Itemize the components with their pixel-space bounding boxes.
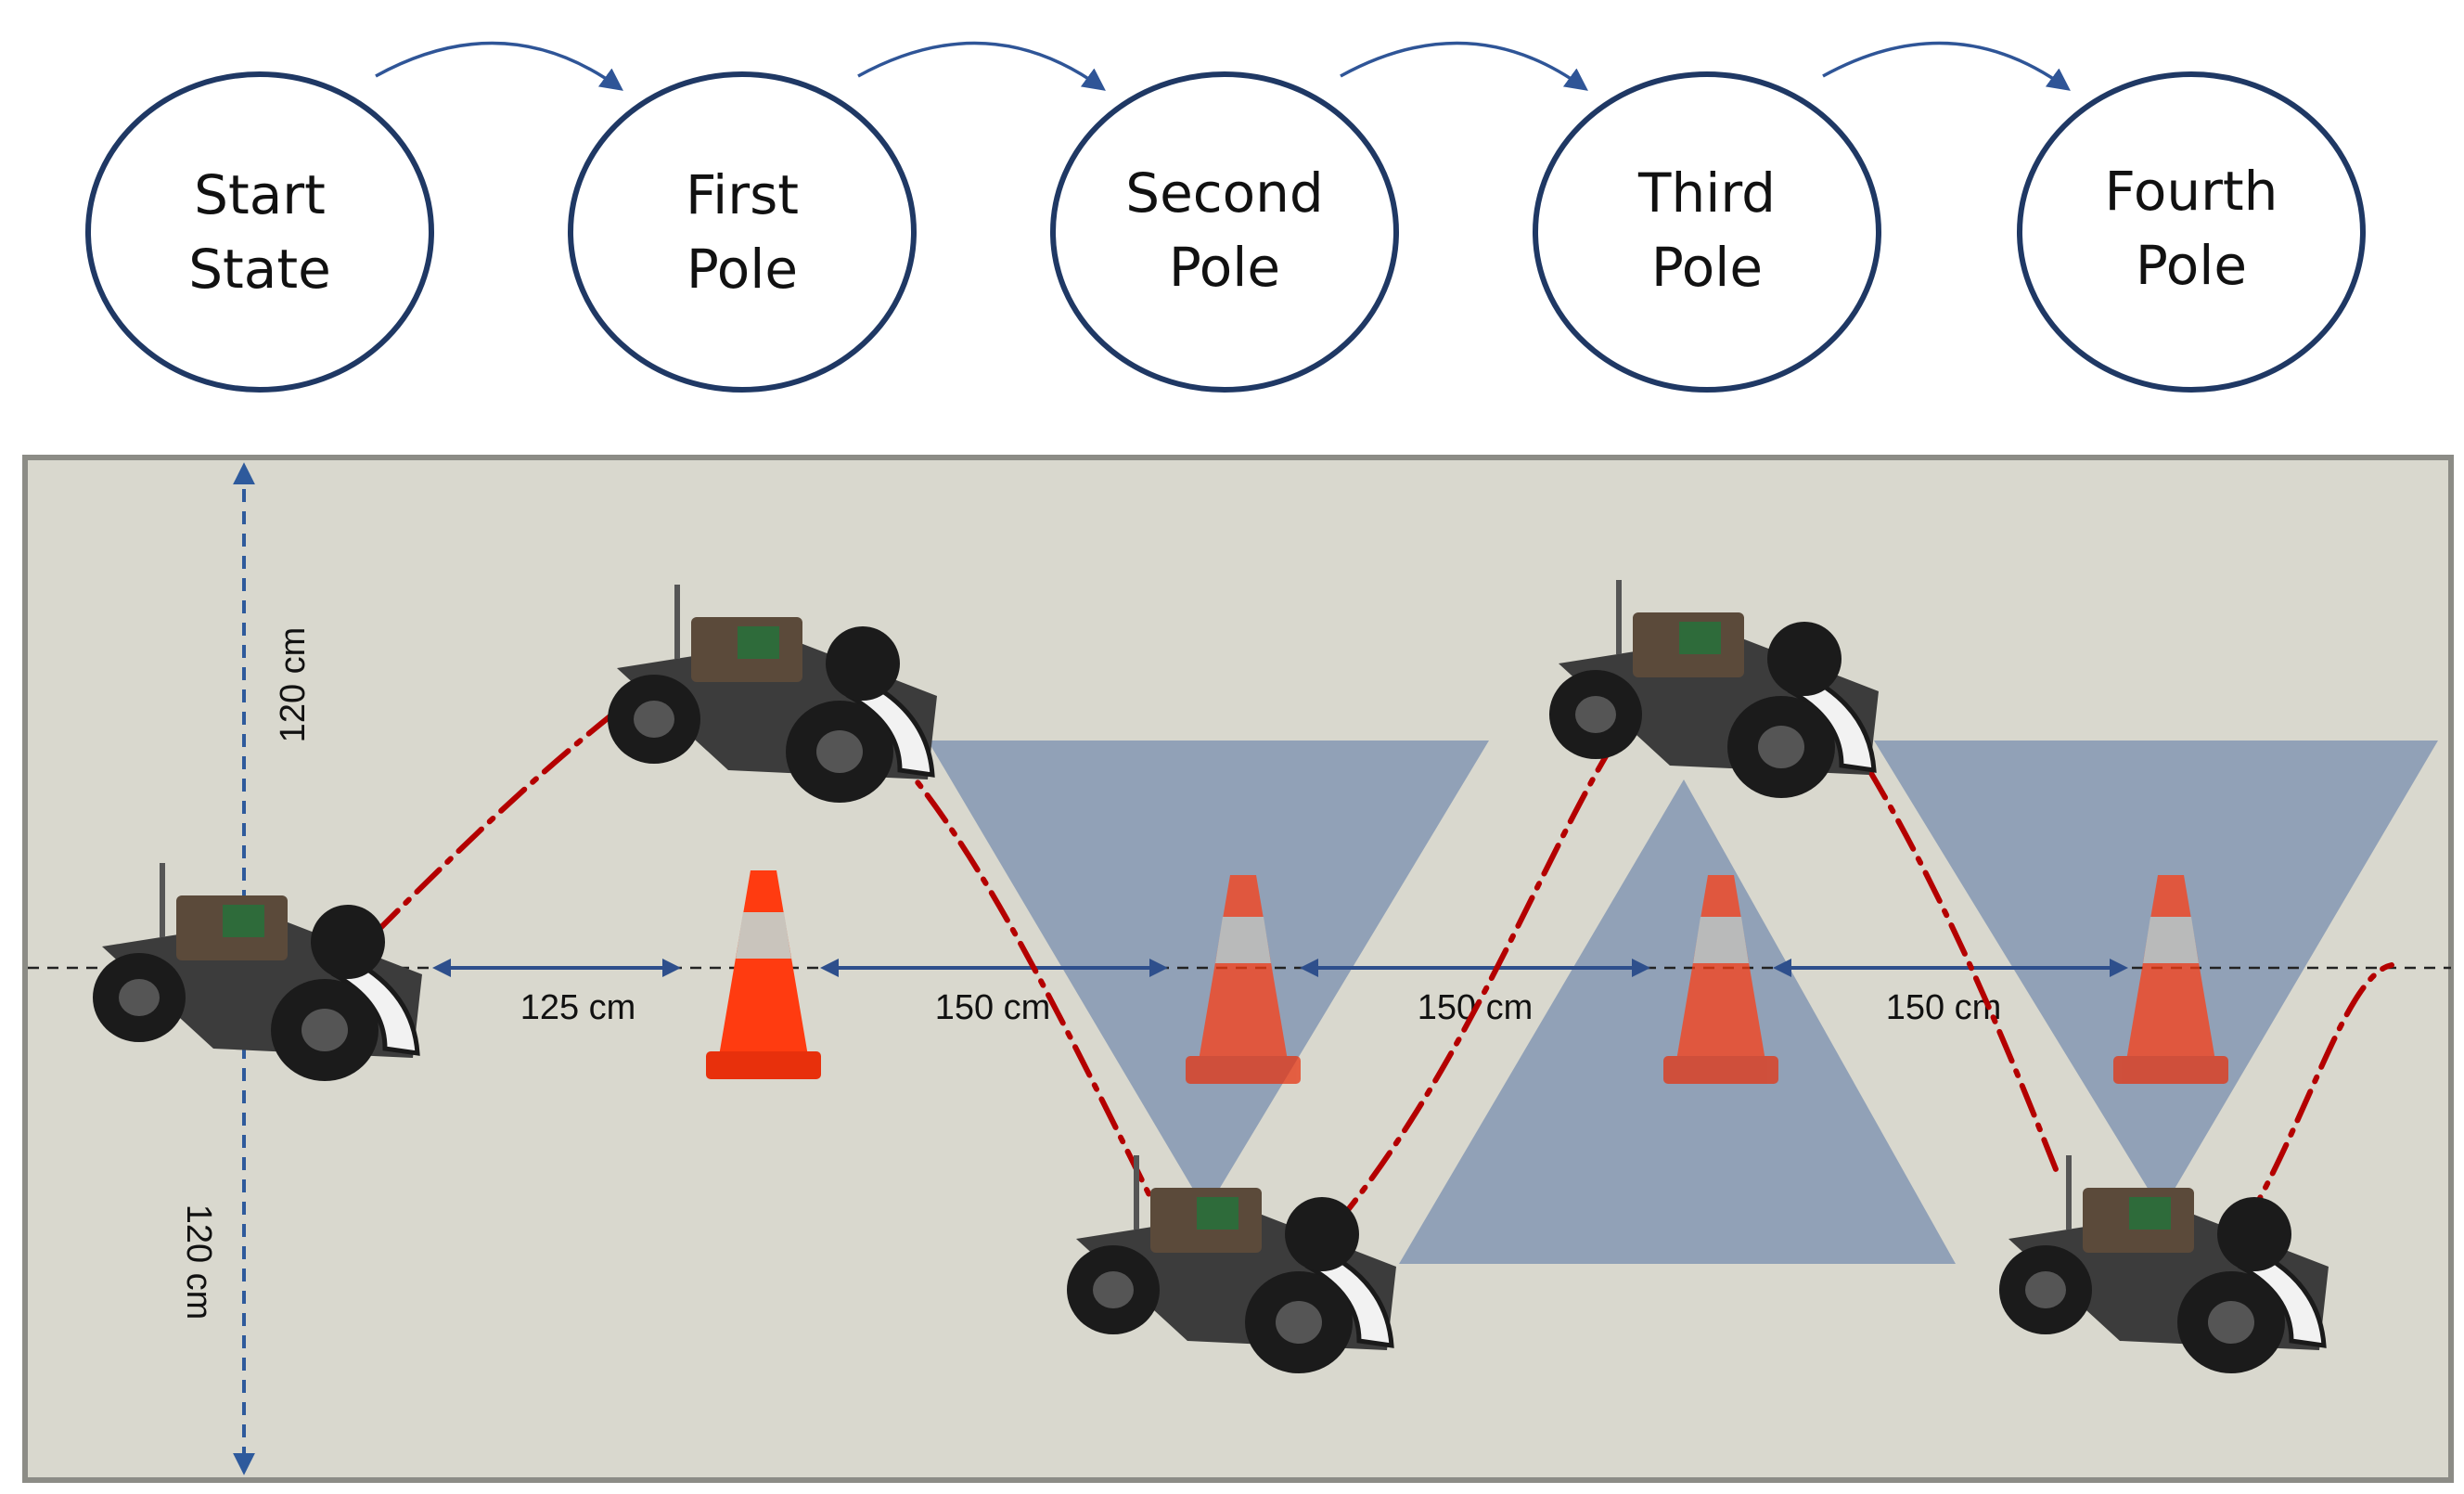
robot-trajectory: [331, 679, 2394, 1228]
traffic-cone-icon: [1663, 875, 1778, 1084]
state-label: Second: [1125, 161, 1323, 225]
dimension-label-top: 120 cm: [274, 627, 313, 743]
state-label: Pole: [1169, 236, 1280, 299]
state-label: State: [188, 238, 331, 301]
gap-label: 150 cm: [935, 988, 1051, 1027]
traffic-cone-icon: [706, 870, 821, 1079]
transition-arrow: [857, 41, 1106, 91]
rc-car-robot-icon: [1067, 1155, 1396, 1373]
state-label: Pole: [1651, 236, 1763, 299]
state-label: Pole: [2136, 234, 2247, 297]
state-node-third-pole: Third Pole: [1533, 71, 1881, 393]
transition-arrow: [375, 41, 623, 91]
state-machine: Start State First Pole Second Pole Third…: [85, 41, 2366, 393]
state-node-fourth-pole: Fourth Pole: [2017, 71, 2366, 393]
track-field: 120 cm 120 cm 125 cm 150 cm 150 cm 150 c…: [22, 455, 2454, 1483]
rc-car-robot-icon: [1999, 1155, 2329, 1373]
state-label: Start: [194, 163, 326, 226]
state-label: Fourth: [2105, 160, 2278, 223]
dimension-label-bottom: 120 cm: [179, 1204, 218, 1320]
state-label: Pole: [687, 238, 798, 301]
state-label: First: [686, 163, 799, 226]
rc-car-robot-icon: [93, 863, 422, 1081]
state-node-first-pole: First Pole: [568, 71, 917, 393]
traffic-cone-icon: [2113, 875, 2228, 1084]
rc-car-robot-icon: [608, 585, 937, 803]
transition-arrow: [1340, 41, 1588, 91]
state-node-start: Start State: [85, 71, 434, 393]
vision-cone: [1399, 779, 1956, 1264]
state-node-second-pole: Second Pole: [1050, 71, 1399, 393]
traffic-cone-icon: [1186, 875, 1301, 1084]
state-label: Third: [1637, 161, 1776, 225]
rc-car-robot-icon: [1549, 580, 1879, 798]
vision-cone: [928, 741, 1489, 1211]
transition-arrow: [1822, 41, 2071, 91]
gap-label: 125 cm: [520, 988, 636, 1027]
